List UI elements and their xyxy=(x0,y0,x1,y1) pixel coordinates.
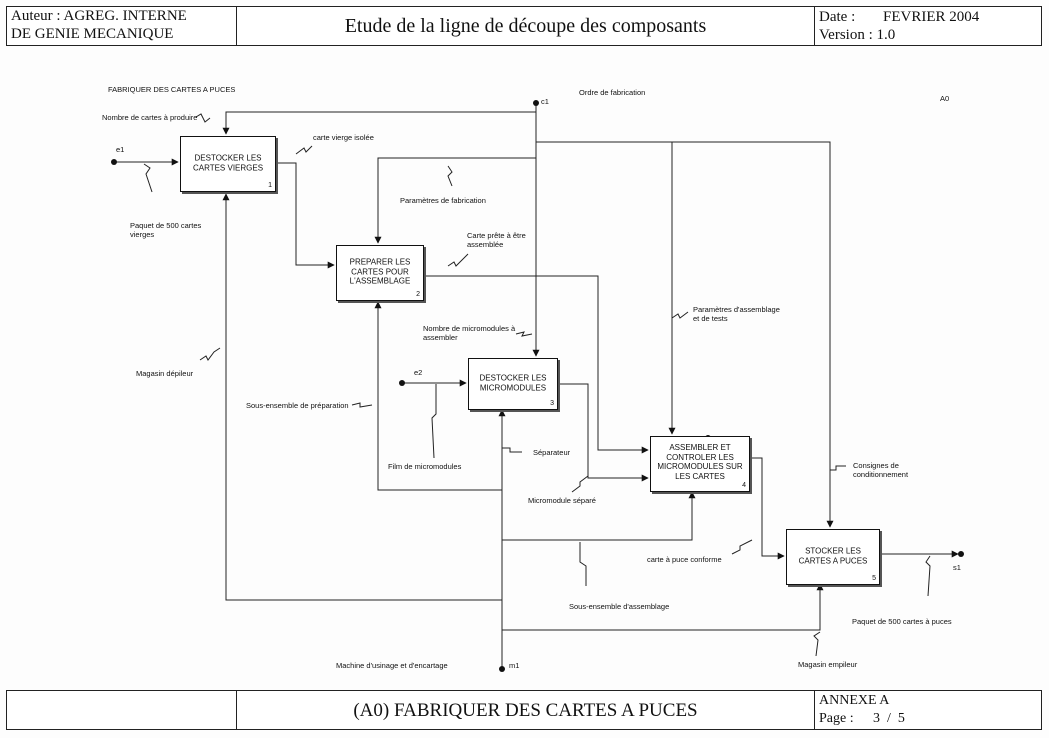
footer-title: (A0) FABRIQUER DES CARTES A PUCES xyxy=(353,700,698,721)
date-label: Date : xyxy=(819,9,856,25)
label-micromodule-separe: Micromodule séparé xyxy=(528,496,596,505)
squiggle-param-fab xyxy=(447,165,453,187)
date-value: FEVRIER 2004 xyxy=(883,9,980,25)
footer-annex-cell: ANNEXE A Page : 3 / 5 xyxy=(815,691,1041,729)
box-destocker-micromodules[interactable]: DESTOCKER LES MICROMODULES 3 xyxy=(468,358,558,410)
tunnel-c1-dot xyxy=(533,100,539,106)
tunnel-m1-dot xyxy=(499,666,505,672)
squiggle-separateur xyxy=(502,447,522,453)
label-nombre-cartes: Nombre de cartes à produire xyxy=(102,113,198,122)
annex-label: ANNEXE A xyxy=(819,693,890,708)
box-5-label: STOCKER LES CARTES A PUCES xyxy=(798,546,868,566)
squiggle-consignes xyxy=(830,465,846,471)
box-2-label: PREPARER LES CARTES POUR L'ASSEMBLAGE xyxy=(349,257,411,286)
arrow-carte-prete xyxy=(424,275,649,454)
tunnel-m1-label: m1 xyxy=(509,661,520,670)
arrow-carte-vierge xyxy=(276,162,335,269)
squiggle-magasin-depileur xyxy=(199,347,221,361)
tunnel-e1-label: e1 xyxy=(116,145,125,154)
label-film-micromodules: Film de micromodules xyxy=(388,462,462,471)
label-separateur: Séparateur xyxy=(533,448,571,457)
author-line-2: DE GENIE MECANIQUE xyxy=(11,26,174,42)
label-carte-conforme: carte à puce conforme xyxy=(647,555,722,564)
arrow-magasin-empileur xyxy=(502,583,824,631)
label-ordre-fabrication: Ordre de fabrication xyxy=(579,88,646,97)
page-label: Page : xyxy=(819,711,854,726)
box-3-label: DESTOCKER LES MICROMODULES xyxy=(479,373,547,393)
arrow-consignes xyxy=(536,141,834,528)
squiggle-carte-conforme xyxy=(731,539,753,555)
box-1-label: DESTOCKER LES CARTES VIERGES xyxy=(192,153,264,173)
label-carte-prete: Carte prête à être assemblée xyxy=(467,231,526,249)
tunnel-s1-label: s1 xyxy=(953,563,961,572)
box-destocker-cartes[interactable]: DESTOCKER LES CARTES VIERGES 1 xyxy=(180,136,276,192)
footer-empty-cell xyxy=(7,691,237,729)
label-consignes: Consignes de conditionnement xyxy=(853,461,909,479)
author-cell: Auteur : AGREG. INTERNE DE GENIE MECANIQ… xyxy=(7,7,237,45)
squiggle-param-assemblage xyxy=(671,311,689,319)
node-title: FABRIQUER DES CARTES A PUCES xyxy=(108,85,236,94)
arrow-nombre-cartes xyxy=(222,111,536,135)
label-magasin-depileur: Magasin dépileur xyxy=(136,369,194,378)
squiggle-sous-ensemble-prep xyxy=(351,402,373,408)
label-carte-vierge: carte vierge isolée xyxy=(313,133,374,142)
label-nombre-micromodules: Nombre de micromodules à assembler xyxy=(423,324,516,342)
label-param-assemblage: Paramètres d'assemblage et de tests xyxy=(693,305,780,323)
squiggle-micromodule xyxy=(571,475,589,493)
label-machine-usinage: Machine d'usinage et d'encartage xyxy=(336,661,448,670)
title-cell: Etude de la ligne de découpe des composa… xyxy=(237,7,815,45)
arrow-magasin-depileur xyxy=(222,193,502,601)
label-paquet-puces: Paquet de 500 cartes à puces xyxy=(852,617,952,626)
footer-title-cell: (A0) FABRIQUER DES CARTES A PUCES xyxy=(237,691,815,729)
tunnel-e2-dot xyxy=(399,380,405,386)
box-preparer-cartes[interactable]: PREPARER LES CARTES POUR L'ASSEMBLAGE 2 xyxy=(336,245,424,301)
squiggle-nombre-micro xyxy=(515,331,533,337)
box-5-number: 5 xyxy=(872,575,876,582)
arrow-carte-conforme xyxy=(750,457,785,560)
label-param-fabrication: Paramètres de fabrication xyxy=(400,196,486,205)
box-1-number: 1 xyxy=(268,182,272,189)
arrow-micromodule xyxy=(558,383,649,482)
label-paquet-vierges: Paquet de 500 cartes vierges xyxy=(130,221,202,239)
document-title: Etude de la ligne de découpe des composa… xyxy=(344,15,707,37)
squiggle-magasin-empileur xyxy=(813,631,821,657)
box-4-number: 4 xyxy=(742,482,746,489)
squiggle-carte-prete xyxy=(447,253,469,267)
tunnel-e2-label: e2 xyxy=(414,368,423,377)
squiggle-paquet-vierges xyxy=(143,163,153,193)
box-2-number: 2 xyxy=(416,291,420,298)
squiggle-sous-ensemble-ass xyxy=(579,542,587,586)
box-stocker-cartes[interactable]: STOCKER LES CARTES A PUCES 5 xyxy=(786,529,880,585)
label-sous-ensemble-assemblage: Sous-ensemble d'assemblage xyxy=(569,602,670,611)
box-assembler-controler[interactable]: ASSEMBLER ET CONTROLER LES MICROMODULES … xyxy=(650,436,750,492)
squiggle-nombre-cartes xyxy=(195,113,211,123)
arrow-sous-ensemble-prep xyxy=(374,301,502,491)
label-magasin-empileur: Magasin empileur xyxy=(798,660,858,669)
author-line-1: Auteur : AGREG. INTERNE xyxy=(11,8,187,24)
page-value: 3 / 5 xyxy=(873,711,905,726)
box-4-label: ASSEMBLER ET CONTROLER LES MICROMODULES … xyxy=(657,443,743,481)
squiggle-film xyxy=(431,384,437,459)
node-id: A0 xyxy=(940,94,950,103)
tunnel-c1-label: c1 xyxy=(541,97,549,106)
version-label: Version : 1.0 xyxy=(819,27,896,43)
box-3-number: 3 xyxy=(550,400,554,407)
date-cell: Date : FEVRIER 2004 Version : 1.0 xyxy=(815,7,1041,45)
arrow-param-fabrication xyxy=(374,157,536,244)
squiggle-carte-vierge xyxy=(295,145,313,155)
tunnel-s1-dot xyxy=(958,551,964,557)
label-sous-ensemble-prep: Sous-ensemble de préparation xyxy=(246,401,349,410)
arrow-sous-ensemble-ass xyxy=(502,491,696,541)
squiggle-paquet-puces xyxy=(925,555,931,597)
footer-frame: (A0) FABRIQUER DES CARTES A PUCES ANNEXE… xyxy=(6,690,1042,730)
tunnel-e1-dot xyxy=(111,159,117,165)
header-frame: Auteur : AGREG. INTERNE DE GENIE MECANIQ… xyxy=(6,6,1042,46)
